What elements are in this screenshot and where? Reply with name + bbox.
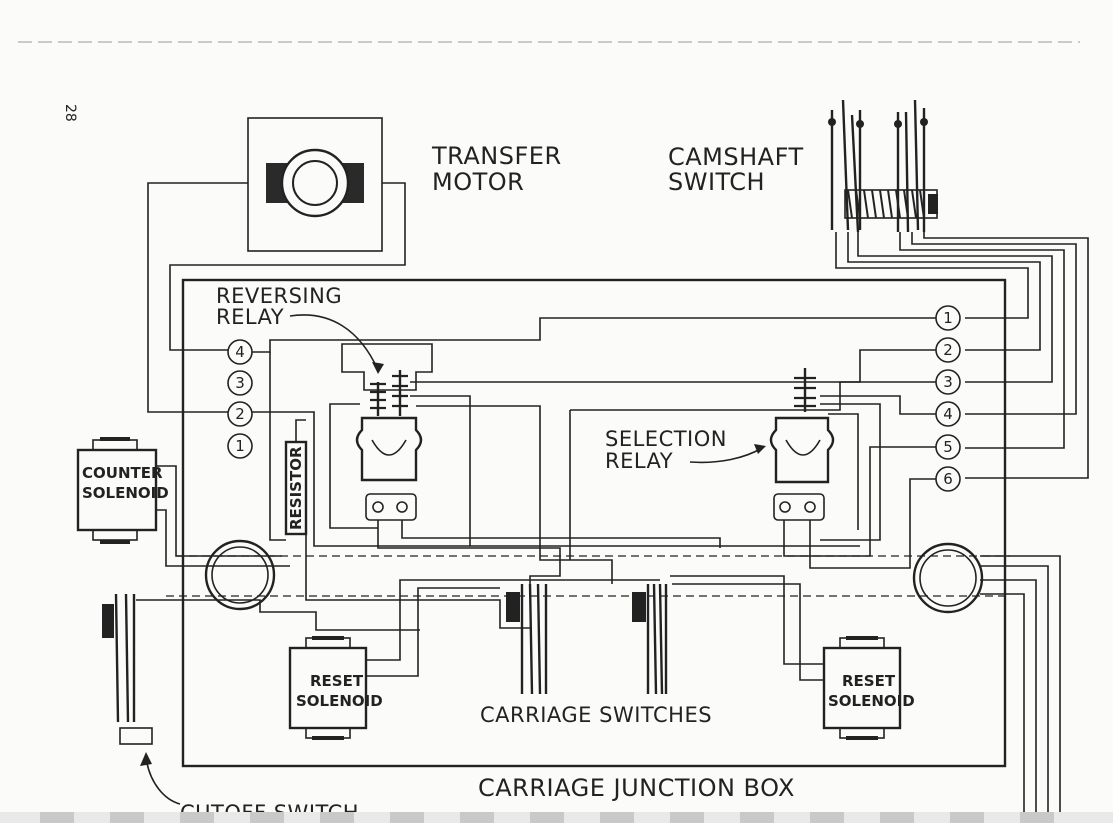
right-grommet	[912, 542, 984, 614]
film-strip-edge	[0, 812, 1113, 823]
transfer-motor-label-line2: MOTOR	[432, 168, 524, 196]
counter-solenoid-label-line1: COUNTER	[82, 464, 163, 482]
selection-relay	[769, 368, 835, 521]
left-grommet	[204, 539, 276, 611]
reversing-relay-label-line2: RELAY	[216, 305, 284, 329]
camshaft-switch-label-line2: SWITCH	[668, 168, 765, 196]
right-terminal-5: 5	[943, 438, 953, 456]
reset-solenoid-right-label-line2: SOLENOID	[828, 692, 915, 710]
camshaft-switch-label-line1: CAMSHAFT	[668, 143, 804, 171]
page-number: 28	[62, 104, 78, 122]
counter-solenoid	[76, 437, 158, 544]
wiring	[136, 317, 1061, 823]
transfer-motor	[247, 117, 383, 252]
carriage-switch-left	[506, 583, 548, 695]
right-terminal-6: 6	[943, 470, 953, 488]
transfer-motor-label-line1: TRANSFER	[431, 142, 562, 170]
reset-solenoid-left	[288, 636, 368, 740]
cutoff-switch	[102, 593, 153, 745]
reset-solenoid-left-label-line1: RESET	[310, 672, 364, 690]
reversing-relay-arrow	[289, 314, 379, 371]
resistor-label: RESISTOR	[287, 446, 305, 530]
left-terminal-1: 1	[235, 437, 245, 455]
left-terminal-strip: 4 3 2 1	[227, 339, 253, 459]
camshaft-switch	[828, 99, 938, 233]
left-terminal-4: 4	[235, 343, 245, 361]
carriage-switches-label: CARRIAGE SWITCHES	[480, 703, 712, 727]
counter-solenoid-label-line2: SOLENOID	[82, 484, 169, 502]
cutoff-switch-arrow	[145, 757, 181, 805]
right-terminal-2: 2	[943, 341, 953, 359]
right-terminal-strip: 1 2 3 4 5 6	[935, 305, 961, 492]
left-terminal-2: 2	[235, 405, 245, 423]
selection-relay-label-line2: RELAY	[605, 449, 673, 473]
reset-solenoid-right	[822, 636, 902, 740]
junction-box-outline	[181, 278, 1007, 768]
reversing-relay	[341, 343, 433, 521]
carriage-switch-right	[632, 583, 668, 695]
right-terminal-3: 3	[943, 373, 953, 391]
reversing-relay-label-line1: REVERSING	[216, 284, 342, 308]
right-terminal-1: 1	[943, 309, 953, 327]
carriage-junction-box-label: CARRIAGE JUNCTION BOX	[478, 774, 795, 802]
reset-solenoid-left-label-line2: SOLENOID	[296, 692, 383, 710]
left-terminal-3: 3	[235, 374, 245, 392]
selection-relay-label-line1: SELECTION	[605, 427, 727, 451]
right-terminal-4: 4	[943, 405, 953, 423]
reset-solenoid-right-label-line1: RESET	[842, 672, 896, 690]
